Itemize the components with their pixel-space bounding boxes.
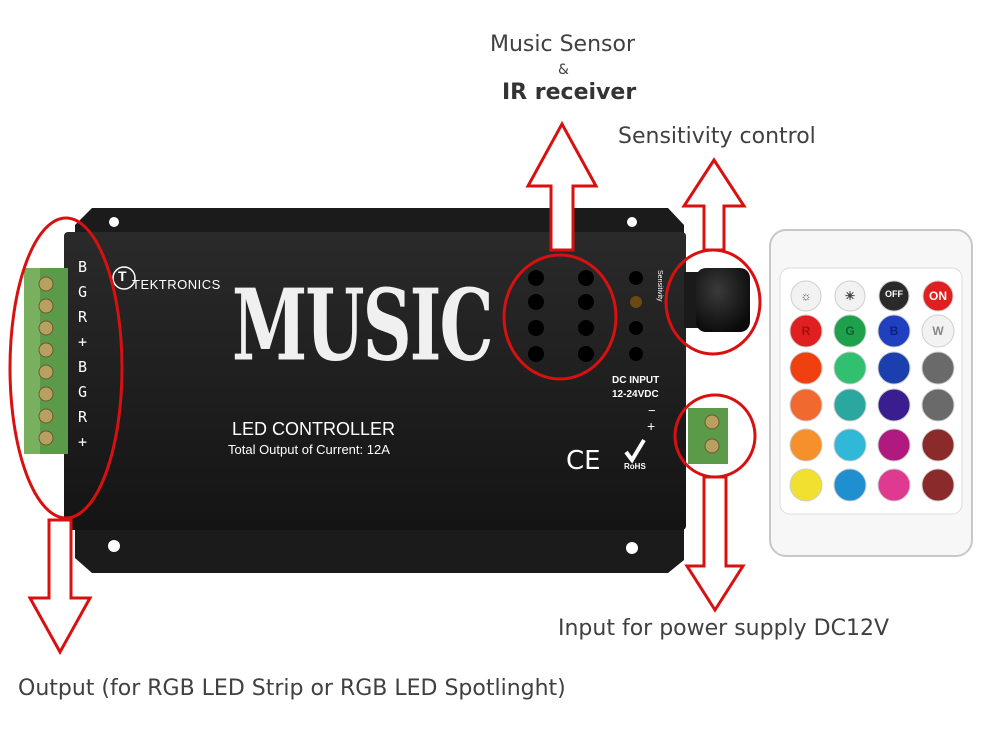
remote-rgbw-button-label: R (801, 324, 811, 338)
rohs-check-icon (624, 438, 646, 464)
remote-rgbw-button[interactable] (877, 314, 911, 348)
remote-rgbw-button[interactable] (789, 314, 823, 348)
sensor-holes (528, 270, 643, 362)
remote-top-button[interactable] (922, 280, 954, 312)
remote-mode-button-fade[interactable] (921, 428, 955, 462)
remote-rgbw-button-label: W (932, 324, 944, 338)
knob-up-arrow (681, 157, 747, 252)
remote-top-button-label: OFF (885, 289, 903, 299)
remote-mode-button-strobe[interactable] (921, 388, 955, 422)
remote-top-button[interactable] (790, 280, 822, 312)
terminal-label: R (78, 308, 88, 326)
rohs-label: RoHS (624, 462, 646, 471)
output-terminal-block (24, 268, 68, 454)
music-sensor-label: Music Sensor (490, 32, 635, 57)
remote-top-button[interactable] (834, 280, 866, 312)
remote-rgbw-button[interactable] (833, 314, 867, 348)
sensor-highlight-ellipse (502, 253, 618, 381)
remote-color-button[interactable] (833, 351, 867, 385)
remote-top-button-label: ☀ (844, 289, 856, 303)
brand-name: TEKTRONICS (132, 277, 221, 292)
brand-logo (112, 266, 136, 290)
output-highlight-ellipse (8, 216, 124, 520)
remote-color-button[interactable] (877, 351, 911, 385)
voltage-label: 12-24VDC (612, 389, 659, 400)
remote-top-button-label: ON (929, 289, 947, 303)
terminal-label: G (78, 383, 88, 401)
remote-top-button-label: ☼ (800, 289, 812, 303)
sensitivity-knob (684, 268, 750, 332)
output-label: Output (for RGB LED Strip or RGB LED Spo… (18, 676, 566, 701)
remote-top-button[interactable] (878, 280, 910, 312)
ir-receiver-label: IR receiver (502, 80, 637, 105)
remote-color-button[interactable] (789, 388, 823, 422)
remote-color-button[interactable] (789, 428, 823, 462)
remote-rgbw-button-label: G (845, 324, 855, 338)
dc-input-label: DC INPUT (612, 375, 660, 386)
model-name: MUSIC (232, 268, 494, 384)
sensor-up-arrow (525, 120, 599, 252)
terminal-label: G (78, 283, 88, 301)
remote-button-grid (789, 280, 955, 502)
remote-color-button[interactable] (833, 468, 867, 502)
remote-mode-button-smooth[interactable] (921, 468, 955, 502)
music-sensor-ampersand: & (558, 62, 569, 78)
sensitivity-control-label: Sensitivity control (618, 124, 816, 149)
remote-color-button[interactable] (877, 388, 911, 422)
output-down-arrow (27, 518, 93, 656)
power-down-arrow (684, 475, 746, 613)
remote-color-button[interactable] (789, 468, 823, 502)
remote-color-button[interactable] (833, 428, 867, 462)
remote-mode-button-flash[interactable] (921, 351, 955, 385)
ce-mark: CE (566, 446, 601, 476)
product-name: LED CONTROLLER (232, 419, 396, 439)
power-terminal-block (688, 408, 728, 464)
terminal-label: R (78, 408, 88, 426)
remote-rgbw-button-label: B (889, 324, 899, 338)
power-plus-label: + (647, 418, 656, 434)
remote-color-button[interactable] (877, 428, 911, 462)
current-spec: Total Output of Current: 12A (228, 442, 390, 457)
remote-control (769, 229, 973, 557)
terminal-label: B (78, 358, 88, 376)
sensitivity-small-label: Sensitivity (656, 270, 663, 302)
power-input-label: Input for power supply DC12V (558, 616, 889, 641)
power-minus-label: − (648, 403, 656, 418)
terminal-label: + (78, 433, 88, 451)
terminal-label: B (78, 258, 88, 276)
brand-mark: T (118, 268, 127, 284)
terminal-label: + (78, 333, 88, 351)
remote-rgbw-button[interactable] (921, 314, 955, 348)
remote-color-button[interactable] (789, 351, 823, 385)
remote-color-button[interactable] (877, 468, 911, 502)
remote-color-button[interactable] (833, 388, 867, 422)
